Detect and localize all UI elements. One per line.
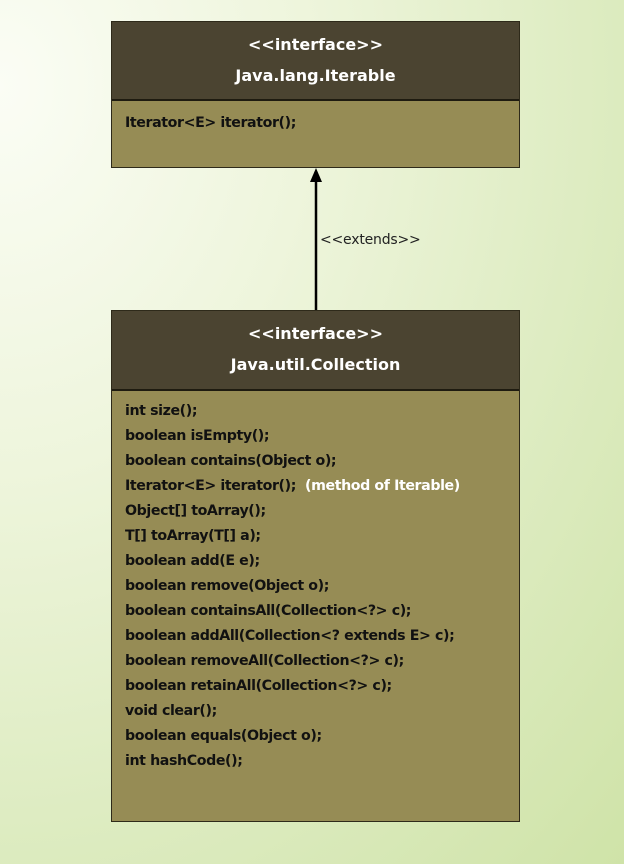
collection-header: <<interface>> Java.util.Collection [112, 311, 519, 391]
iterable-method-iterator: Iterator<E> iterator(); [125, 115, 296, 131]
iterable-header: <<interface>> Java.lang.Iterable [112, 22, 519, 101]
iterable-interface-box: <<interface>> Java.lang.Iterable Iterato… [111, 21, 520, 168]
collection-methods: int size(); boolean isEmpty(); boolean c… [112, 391, 519, 821]
method-contains: boolean contains(Object o); [125, 453, 337, 469]
collection-stereotype: <<interface>> [248, 324, 383, 343]
method-to-array-typed: T[] toArray(T[] a); [125, 528, 261, 544]
extends-label: <<extends>> [320, 232, 421, 248]
iterable-methods: Iterator<E> iterator(); [112, 101, 519, 167]
method-size: int size(); [125, 403, 198, 419]
iterator-note: (method of Iterable) [305, 478, 460, 494]
iterable-class-name: Java.lang.Iterable [235, 66, 396, 85]
collection-class-name: Java.util.Collection [230, 355, 401, 374]
method-iterator: Iterator<E> iterator(); [125, 478, 296, 494]
method-add-all: boolean addAll(Collection<? extends E> c… [125, 628, 455, 644]
method-equals: boolean equals(Object o); [125, 728, 322, 744]
method-is-empty: boolean isEmpty(); [125, 428, 270, 444]
method-remove-all: boolean removeAll(Collection<?> c); [125, 653, 404, 669]
method-iterator-row: Iterator<E> iterator(); (method of Iterab… [125, 474, 519, 499]
method-add: boolean add(E e); [125, 553, 260, 569]
iterable-stereotype: <<interface>> [248, 35, 383, 54]
collection-interface-box: <<interface>> Java.util.Collection int s… [111, 310, 520, 822]
method-remove: boolean remove(Object o); [125, 578, 329, 594]
method-to-array: Object[] toArray(); [125, 503, 266, 519]
method-retain-all: boolean retainAll(Collection<?> c); [125, 678, 392, 694]
extends-arrow-head [310, 168, 322, 182]
method-contains-all: boolean containsAll(Collection<?> c); [125, 603, 412, 619]
method-clear: void clear(); [125, 703, 217, 719]
method-hash-code: int hashCode(); [125, 753, 243, 769]
